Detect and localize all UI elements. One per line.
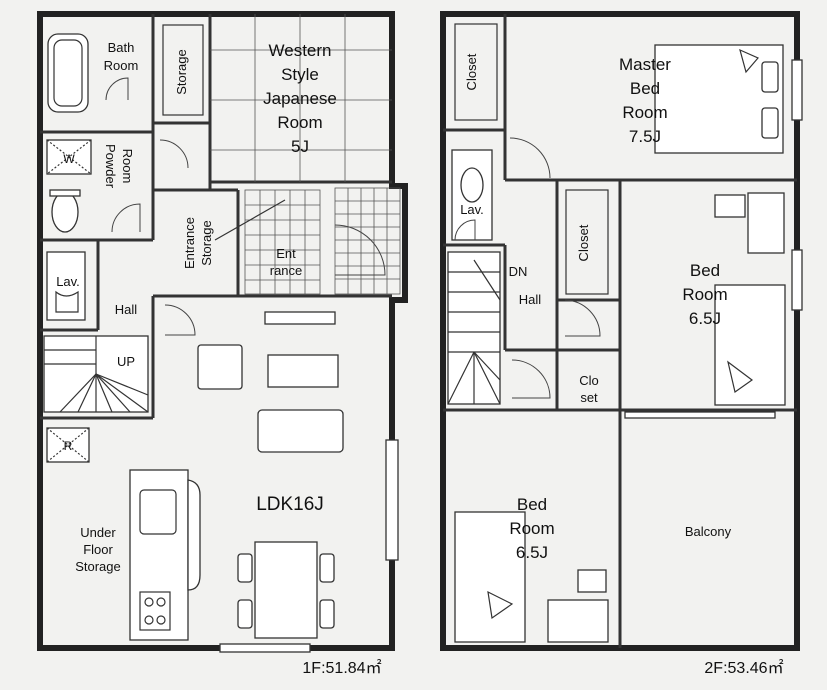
stairs-2f	[447, 251, 501, 405]
coffee-table	[267, 354, 339, 388]
sofa	[257, 409, 344, 453]
stove	[139, 591, 171, 631]
label-closet-a: Closet	[464, 53, 479, 90]
label-western-room: Western	[269, 41, 332, 60]
label-bed-room-south: Bed	[517, 495, 547, 514]
labels: Bath Room Storage Western Style Japanese…	[56, 40, 783, 677]
label-balcony: Balcony	[685, 524, 732, 539]
label-ldk: LDK16J	[256, 494, 324, 515]
svg-text:6.5J: 6.5J	[516, 543, 548, 562]
label-hall-2f: Hall	[519, 292, 542, 307]
armchair	[197, 344, 243, 390]
label-lav-2f: Lav.	[460, 202, 484, 217]
svg-text:Room: Room	[682, 285, 727, 304]
floor-2-interior-walls	[443, 14, 797, 648]
label-underfloor-storage: Under	[80, 525, 116, 540]
svg-text:Floor: Floor	[83, 542, 113, 557]
svg-text:6.5J: 6.5J	[689, 309, 721, 328]
closet-a-outline	[454, 23, 498, 121]
washer-mark: W	[63, 152, 75, 166]
tatami-grid	[210, 14, 392, 182]
stairs-1f	[43, 335, 149, 413]
svg-text:rance: rance	[270, 263, 303, 278]
svg-text:Bed: Bed	[630, 79, 660, 98]
toilet-2f	[460, 167, 484, 203]
floor-1-interior-walls	[40, 14, 392, 420]
svg-text:5J: 5J	[291, 137, 309, 156]
svg-text:Storage: Storage	[75, 559, 121, 574]
balcony-window	[624, 411, 776, 419]
label-area-2f: 2F:53.46㎡	[704, 659, 783, 677]
window-east-1f	[385, 439, 399, 561]
closet-b-outline	[565, 189, 609, 295]
svg-text:Japanese: Japanese	[263, 89, 337, 108]
roof-hatch-mark: R	[64, 439, 73, 453]
label-hall-1f: Hall	[115, 302, 138, 317]
svg-text:Room: Room	[277, 113, 322, 132]
bed-east	[714, 284, 786, 406]
label-entrance-storage: Entrance	[182, 217, 197, 269]
window-south-1f	[219, 643, 311, 653]
label-lav-1f: Lav.	[56, 274, 80, 289]
floor-1: W	[37, 11, 408, 653]
svg-text:Room: Room	[104, 58, 139, 73]
label-area-1f: 1F:51.84㎡	[302, 659, 381, 677]
kitchen-counter	[129, 469, 189, 641]
label-bed-room-east: Bed	[690, 261, 720, 280]
master-door	[509, 137, 551, 179]
label-up: UP	[117, 354, 135, 369]
label-closet-c: Clo	[579, 373, 599, 388]
label-storage: Storage	[174, 49, 189, 95]
kitchen-sink	[139, 489, 177, 535]
label-master-bed-room: Master	[619, 55, 671, 74]
tv-board	[264, 311, 336, 325]
ldk-door	[164, 304, 196, 336]
svg-text:Room: Room	[622, 103, 667, 122]
toilet	[51, 191, 79, 233]
lavatory-sink	[46, 251, 86, 321]
label-dn: DN	[509, 264, 528, 279]
label-powder-room: Powder	[103, 144, 118, 189]
label-entrance: Ent	[276, 246, 296, 261]
bed-south	[454, 511, 526, 643]
floor-2	[440, 11, 803, 651]
bathtub	[47, 33, 89, 113]
svg-text:Room: Room	[120, 149, 135, 184]
svg-text:Storage: Storage	[199, 220, 214, 266]
front-door	[334, 224, 386, 276]
entrance-tiles	[244, 187, 401, 295]
label-closet-b: Closet	[576, 224, 591, 261]
entrance-storage-door	[159, 139, 189, 169]
svg-text:set: set	[580, 390, 598, 405]
storage-outline	[162, 24, 204, 116]
dining-table	[254, 541, 318, 639]
floor-1-exterior-wall	[37, 11, 408, 651]
floor-2-exterior-wall	[440, 11, 800, 651]
svg-text:Room: Room	[509, 519, 554, 538]
powder-door	[111, 203, 141, 233]
svg-text:Style: Style	[281, 65, 319, 84]
bath-door	[105, 77, 129, 101]
label-bath: Bath	[108, 40, 135, 55]
svg-text:7.5J: 7.5J	[629, 127, 661, 146]
